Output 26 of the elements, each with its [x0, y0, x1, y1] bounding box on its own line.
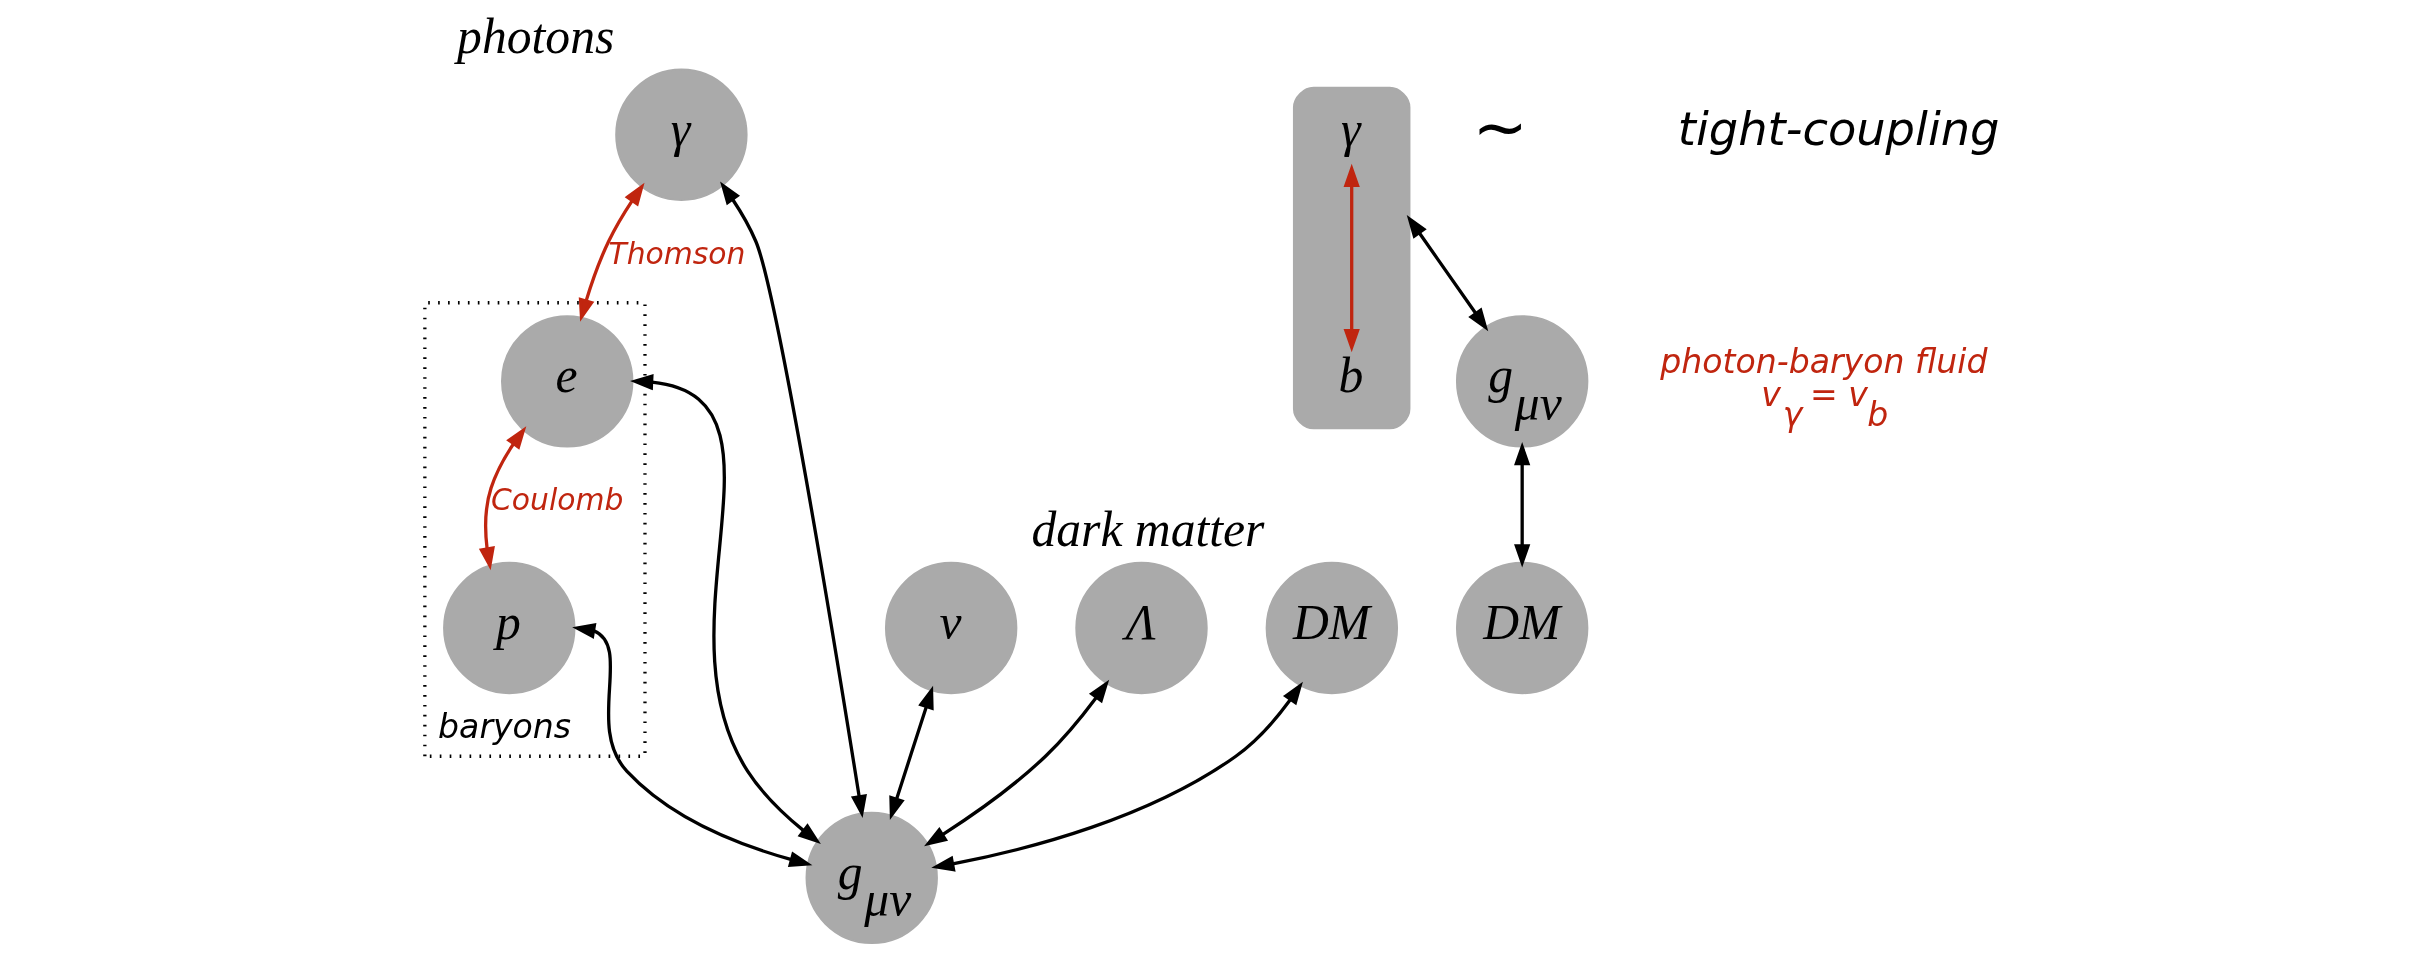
- arrow: [719, 181, 867, 819]
- label: tight-coupling: [1677, 101, 2000, 156]
- arrow: [923, 679, 1109, 847]
- node-label: photons: [456, 8, 614, 64]
- arrow: [1513, 441, 1530, 568]
- edge-label: Coulomb: [490, 482, 623, 518]
- node-circle: γ: [614, 68, 748, 201]
- arrow: [888, 685, 934, 820]
- node-circle: DM: [1455, 561, 1588, 695]
- arrow: [1343, 163, 1360, 353]
- node-label: dark matter: [1030, 502, 1264, 558]
- arrow: [629, 374, 821, 845]
- node-circle: Λ: [1074, 561, 1208, 695]
- node-circle: DM: [1265, 561, 1398, 695]
- node-text: b: [1337, 348, 1363, 404]
- label: ∼: [1472, 88, 1528, 166]
- arrow: [571, 622, 812, 868]
- arrow: [930, 681, 1303, 872]
- arrow: [1406, 214, 1488, 332]
- cluster: [1292, 86, 1410, 430]
- arrow: [578, 182, 645, 322]
- arrow: [478, 426, 526, 571]
- edge-label: Thomson: [608, 235, 745, 271]
- node-circle: p: [442, 561, 575, 695]
- node-circle: ν: [884, 561, 1017, 695]
- node-text: γ: [1340, 101, 1360, 157]
